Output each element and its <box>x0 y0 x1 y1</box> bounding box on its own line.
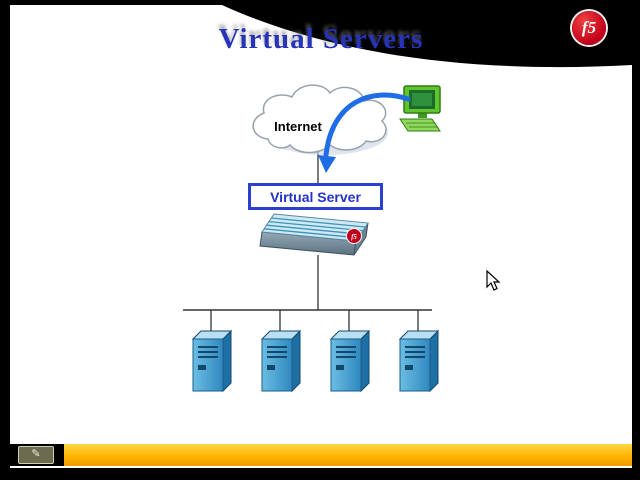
server-side <box>429 329 439 393</box>
f5-logo-text: f5 <box>581 18 597 37</box>
annotation-pen-button[interactable]: ✎ <box>18 446 54 464</box>
internet-label: Internet <box>274 119 322 134</box>
monitor-screen-glow <box>412 93 432 106</box>
server-vent <box>336 365 344 370</box>
arrow-curve <box>323 92 411 158</box>
presentation-slide: Virtual Servers f5 Internet <box>10 5 632 468</box>
server-icon <box>260 329 302 393</box>
virtual-server-label: Virtual Server <box>270 188 361 205</box>
keyboard-shape <box>399 118 441 132</box>
arrow-head <box>318 155 336 173</box>
bottom-accent-bar: ✎ <box>10 444 632 466</box>
device-vent-line <box>266 224 361 235</box>
device-vent-line <box>268 220 364 232</box>
device-f5-badge-circle <box>346 228 362 244</box>
device-vent-line <box>271 217 366 228</box>
slide-title: Virtual Servers <box>218 23 424 55</box>
server-side <box>222 329 232 393</box>
traffic-arrow <box>318 92 411 173</box>
client-computer-icon <box>399 85 441 132</box>
network-diagram: Internet <box>183 84 501 393</box>
server-icon <box>191 329 233 393</box>
f5-logo: f5 <box>572 11 606 45</box>
annotation-tool-corner: ✎ <box>10 444 64 466</box>
server-vent <box>198 365 206 370</box>
server-side <box>291 329 301 393</box>
swoosh-path <box>222 5 632 68</box>
virtual-server-box: Virtual Server <box>248 183 383 210</box>
bigip-device-icon: f5 <box>259 213 369 256</box>
monitor-stand <box>418 112 427 118</box>
mouse-cursor <box>486 269 501 291</box>
server-vent <box>405 365 413 370</box>
device-vent-line <box>264 228 359 239</box>
server-icon <box>398 329 440 393</box>
server-vent <box>267 365 275 370</box>
pen-icon: ✎ <box>31 448 41 460</box>
server-icon <box>329 329 371 393</box>
device-f5-badge-text: f5 <box>351 233 357 241</box>
top-swoosh-shape <box>222 5 632 68</box>
server-side <box>360 329 370 393</box>
